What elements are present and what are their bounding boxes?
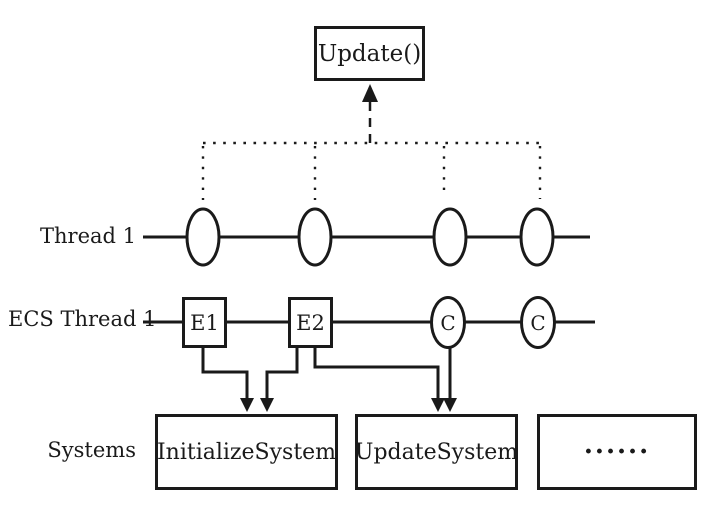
arrow-e2-to-initializesystem <box>265 346 299 399</box>
event-box-e2: E2 <box>288 297 333 348</box>
initialize-system-box: InitializeSystem <box>155 414 338 490</box>
up-arrowhead-icon <box>362 84 378 102</box>
thread1-task-ellipse-3 <box>432 207 468 267</box>
event-e2-label: E2 <box>296 310 325 335</box>
component-circle-1: C <box>430 296 466 349</box>
down-arrowhead-icon-2 <box>260 398 274 412</box>
thread1-task-ellipse-4 <box>519 207 555 267</box>
ellipsis-system-box: ······ <box>537 414 697 490</box>
update-system-label: UpdateSystem <box>354 439 519 465</box>
update-system-box: UpdateSystem <box>355 414 518 490</box>
event-box-e1: E1 <box>182 297 227 348</box>
ecs-thread1-row-label: ECS Thread 1 <box>8 307 157 331</box>
update-function-box: Update() <box>314 26 425 81</box>
component-1-label: C <box>440 310 456 335</box>
component-2-label: C <box>530 310 546 335</box>
event-e1-label: E1 <box>190 310 219 335</box>
update-function-label: Update() <box>317 40 422 67</box>
down-arrowhead-icon-1 <box>240 398 254 412</box>
component-circle-2: C <box>520 296 556 349</box>
down-arrowhead-icon-4 <box>443 398 457 412</box>
down-arrowhead-icon-3 <box>431 398 445 412</box>
systems-row-label: Systems <box>47 438 136 462</box>
ellipsis-label: ······ <box>583 437 651 467</box>
thread1-row-label: Thread 1 <box>40 224 136 248</box>
initialize-system-label: InitializeSystem <box>156 439 337 465</box>
thread1-task-ellipse-1 <box>185 207 221 267</box>
arrow-e1-to-initializesystem <box>201 346 249 399</box>
arrow-e2-to-updatesystem <box>313 346 440 399</box>
thread1-task-ellipse-2 <box>297 207 333 267</box>
